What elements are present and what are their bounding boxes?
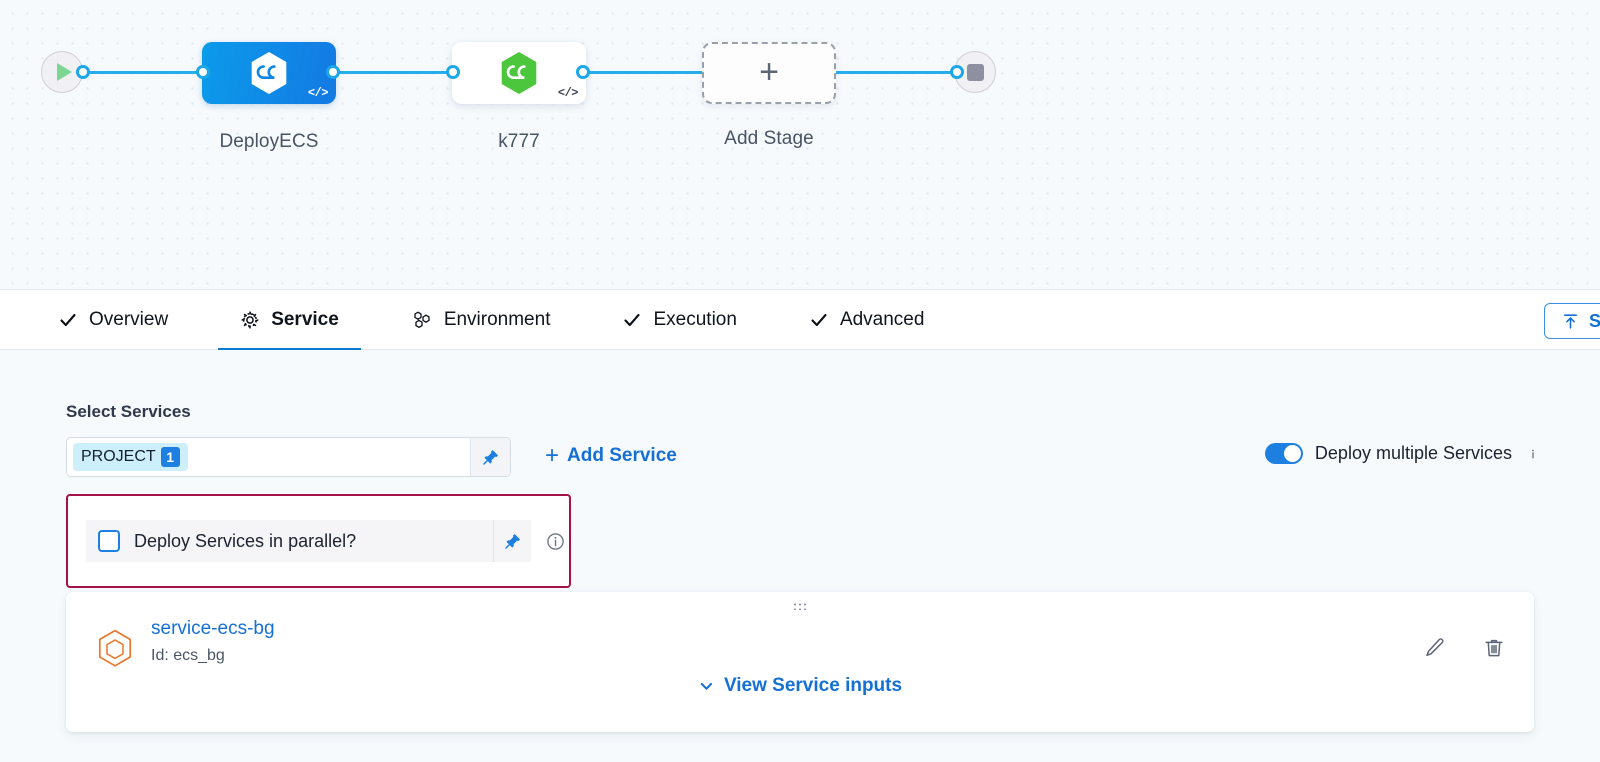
add-service-label: Add Service <box>567 445 677 466</box>
stop-icon <box>966 63 984 81</box>
save-as-template-label: S <box>1588 310 1600 331</box>
deploy-multiple-services-label: Deploy multiple Services <box>1314 443 1512 463</box>
pin-parallel-field-button[interactable] <box>493 520 531 562</box>
code-view-icon[interactable]: </> <box>557 86 579 100</box>
select-services-label: Select Services <box>66 402 191 421</box>
play-icon <box>56 63 72 81</box>
check-icon <box>60 313 76 327</box>
harness-hexagon-green-icon <box>501 52 537 94</box>
stage-node-deployecs[interactable]: </> <box>202 42 336 104</box>
save-as-template-button[interactable]: S <box>1543 303 1600 339</box>
scope-chip-count: 1 <box>160 447 180 467</box>
port-k777-out[interactable] <box>576 65 590 79</box>
deploy-in-parallel-row[interactable]: Deploy Services in parallel? <box>86 520 531 562</box>
parallel-deploy-highlight-box: Deploy Services in parallel? <box>66 494 571 588</box>
service-card-actions <box>1422 636 1506 660</box>
gear-icon <box>241 311 259 329</box>
service-tab-panel: Select Services PROJECT 1 + Add Service … <box>0 350 1600 762</box>
stage-tab-bar: Overview Service Environment <box>0 290 1600 351</box>
deploy-multiple-services-control[interactable]: Deploy multiple Services <box>1264 443 1542 464</box>
tab-label: Overview <box>89 309 169 330</box>
pipeline-canvas[interactable]: </> DeployECS </> k777 + Add Stage <box>0 0 1600 290</box>
drag-handle-icon[interactable] <box>791 601 809 610</box>
tab-overview[interactable]: Overview <box>36 290 190 350</box>
check-icon <box>811 313 827 327</box>
edge-deployecs-to-k777 <box>330 71 458 74</box>
deploy-in-parallel-label: Deploy Services in parallel? <box>134 530 357 551</box>
check-icon <box>624 313 641 327</box>
edge-start-to-deployecs <box>82 71 207 74</box>
harness-hexagon-blue-icon <box>251 52 287 94</box>
code-view-icon[interactable]: </> <box>307 86 329 100</box>
port-deployecs-in[interactable] <box>196 65 210 79</box>
scope-chip-label: PROJECT <box>81 448 156 465</box>
stage-node-k777[interactable]: </> <box>452 42 586 104</box>
pin-icon <box>504 533 520 549</box>
add-stage-label: Add Stage <box>724 128 814 149</box>
pin-icon <box>482 449 498 465</box>
view-service-inputs-label: View Service inputs <box>723 675 903 696</box>
stage-label-k777: k777 <box>498 131 540 152</box>
info-icon[interactable] <box>546 532 565 551</box>
add-service-button[interactable]: + Add Service <box>545 444 677 468</box>
tab-environment[interactable]: Environment <box>389 290 573 350</box>
tab-advanced[interactable]: Advanced <box>787 290 947 350</box>
port-deployecs-out[interactable] <box>326 65 340 79</box>
view-service-inputs-button[interactable]: View Service inputs <box>698 675 902 697</box>
port-start-out[interactable] <box>76 65 90 79</box>
port-end-in[interactable] <box>950 65 964 79</box>
service-id-text: Id: ecs_bg <box>151 647 225 664</box>
deploy-multiple-services-toggle[interactable] <box>1264 443 1303 464</box>
tab-label: Advanced <box>839 309 925 330</box>
plus-icon: + <box>545 442 560 469</box>
add-stage-button[interactable]: + <box>702 42 836 104</box>
tab-label: Environment <box>443 309 551 330</box>
edge-k777-to-addstage <box>580 71 710 74</box>
service-hexagon-icon <box>98 629 132 667</box>
scope-chip-project[interactable]: PROJECT 1 <box>73 443 188 471</box>
stage-label-deployecs: DeployECS <box>219 131 319 152</box>
pencil-icon[interactable] <box>1422 636 1446 660</box>
deploy-in-parallel-checkbox[interactable] <box>98 530 120 552</box>
service-card[interactable]: service-ecs-bg Id: ecs_bg View Service i… <box>66 592 1534 732</box>
info-icon[interactable] <box>1524 445 1542 463</box>
edge-addstage-to-end <box>828 71 956 74</box>
tab-execution[interactable]: Execution <box>600 290 758 350</box>
tab-label: Service <box>271 309 339 330</box>
chevron-down-icon <box>700 682 713 690</box>
pin-services-field-button[interactable] <box>470 438 510 476</box>
hexagon-cluster-icon <box>414 311 430 329</box>
tab-label: Execution <box>653 309 737 330</box>
trash-icon[interactable] <box>1482 636 1506 660</box>
save-as-template-icon <box>1563 313 1577 329</box>
service-name-link[interactable]: service-ecs-bg <box>151 618 275 639</box>
services-multiselect-field[interactable]: PROJECT 1 <box>66 437 511 477</box>
tab-service[interactable]: Service <box>218 290 361 351</box>
plus-icon: + <box>759 52 779 91</box>
port-k777-in[interactable] <box>446 65 460 79</box>
toggle-knob <box>1283 445 1301 462</box>
